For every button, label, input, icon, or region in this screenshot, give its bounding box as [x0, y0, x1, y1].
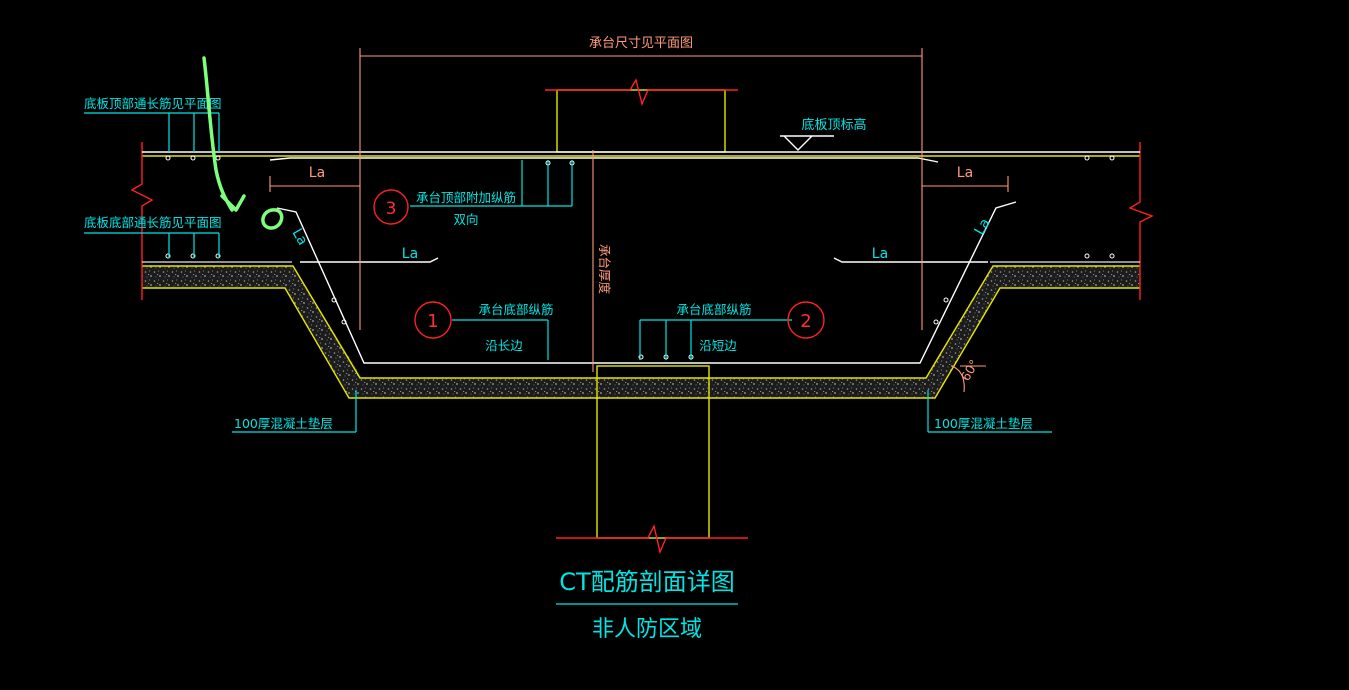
item2-title: 承台底部纵筋	[676, 302, 751, 317]
marker-1-label: 1	[427, 311, 438, 332]
cap-top-rebar	[269, 157, 939, 163]
slab-bottom-extended-right	[833, 257, 988, 263]
marker-3-label: 3	[386, 199, 397, 219]
cap-bottom-rebar	[276, 201, 1017, 364]
slab-top-elevation-label: 底板顶标高	[801, 117, 866, 133]
elevation-symbol	[780, 135, 834, 151]
item3-title: 承台顶部附加纵筋	[416, 190, 516, 205]
handwritten-arrow-annotation	[202, 56, 246, 212]
marker-2-label: 2	[800, 311, 811, 332]
item3-subtitle: 双向	[453, 212, 478, 227]
slab-top-rebar-label: 底板顶部通长筋见平面图	[84, 96, 222, 111]
marker-2-circle	[787, 301, 825, 339]
item2-subtitle: 沿短边	[699, 338, 737, 353]
cushion-top-outline	[142, 265, 1140, 379]
leader-lines	[84, 112, 1052, 605]
cushion-layer	[142, 266, 1140, 398]
item1-title: 承台底部纵筋	[478, 302, 553, 317]
left-break-line	[130, 142, 154, 300]
drawing-subtitle: 非人防区域	[592, 617, 702, 642]
pile-break-line	[556, 523, 748, 555]
angle-label: 60°	[958, 357, 982, 384]
pile	[596, 365, 710, 539]
cushion-label-left: 100厚混凝土垫层	[234, 416, 333, 431]
slab-bottom-extended-left	[300, 257, 439, 263]
column-break-line	[545, 78, 738, 107]
handwritten-circle-annotation	[261, 208, 284, 230]
la-label-mid-left: La	[402, 246, 418, 262]
la-label-slope-left: La	[289, 226, 311, 248]
la-label-mid-right: La	[872, 246, 888, 262]
right-break-line	[1128, 142, 1154, 300]
marker-1-circle	[414, 301, 452, 339]
marker-3-circle	[373, 189, 409, 225]
la-label-slope-right: La	[972, 216, 994, 238]
cushion-label-right: 100厚混凝土垫层	[934, 416, 1033, 431]
la-label-top-right: La	[957, 165, 973, 181]
cushion-bottom-outline	[142, 287, 1140, 399]
cap-size-label: 承台尺寸见平面图	[589, 36, 693, 51]
drawing-title: CT配筋剖面详图	[559, 568, 734, 596]
la-label-top-left: La	[309, 165, 325, 181]
slab-bottom-rebar-label: 底板底部通长筋见平面图	[84, 215, 222, 230]
angle-arc	[951, 365, 965, 393]
cap-thickness-label: 承台厚度	[597, 244, 612, 295]
item1-subtitle: 沿长边	[485, 338, 523, 353]
